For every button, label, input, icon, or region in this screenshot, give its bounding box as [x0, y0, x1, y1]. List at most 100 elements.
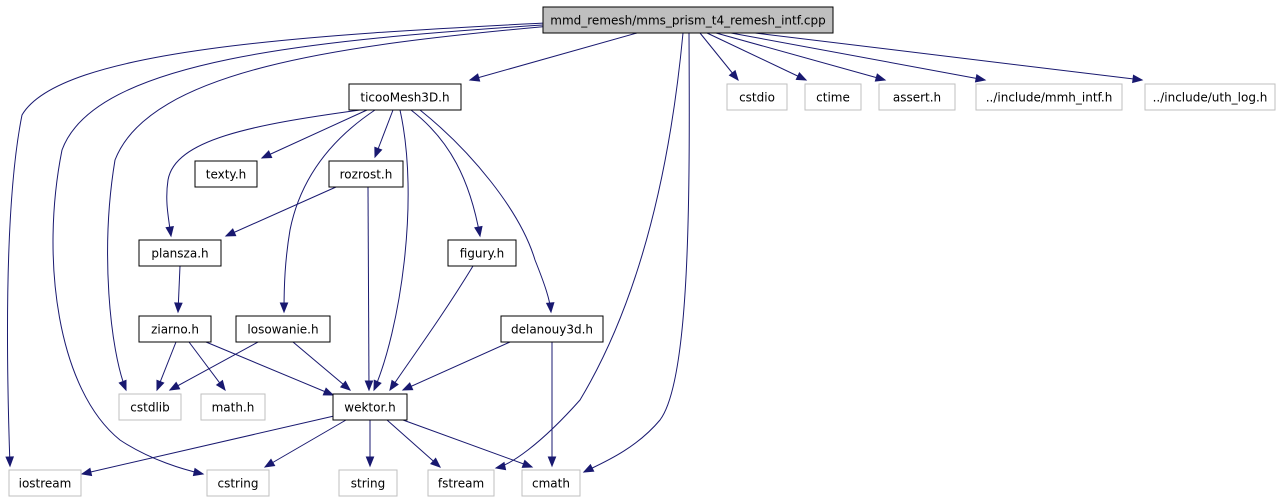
arrow-head — [795, 72, 808, 81]
arrow-head — [582, 463, 595, 473]
node-label: rozrost.h — [340, 168, 393, 182]
node-box — [138, 239, 222, 267]
node-box — [500, 315, 604, 343]
edge-line — [495, 32, 684, 469]
node-box — [200, 393, 266, 421]
edge-line — [7, 21, 566, 467]
arrow-head — [339, 380, 352, 391]
node-wektor[interactable]: wektor.h — [332, 393, 408, 421]
node-figury[interactable]: figury.h — [447, 239, 517, 267]
edge-rozrost-to-wektor — [364, 186, 374, 392]
arrow-head — [974, 74, 987, 83]
node-label: wektor.h — [344, 401, 395, 415]
edge-line — [261, 109, 368, 159]
edge-ziarno-to-math — [188, 341, 226, 392]
node-label: assert.h — [893, 91, 941, 105]
edge-root-to-ticoo — [468, 32, 638, 82]
node-box — [447, 239, 517, 267]
edge-ticoo-to-delanouy — [419, 109, 555, 314]
edge-root-to-assert — [715, 32, 887, 82]
node-label: cstdio — [739, 91, 775, 105]
edge-line — [389, 265, 474, 391]
edge-ziarno-to-wektor — [205, 341, 335, 396]
node-delanouy[interactable]: delanouy3d.h — [500, 315, 604, 343]
node-box — [118, 393, 182, 421]
arrow-head — [165, 225, 174, 238]
arrow-head — [156, 379, 165, 392]
arrow-head — [260, 150, 273, 159]
node-ticoo[interactable]: ticooMesh3D.h — [348, 83, 462, 111]
edge-line — [730, 32, 986, 81]
edge-ziarno-to-cstdlib — [156, 341, 177, 392]
arrow-head — [494, 461, 507, 471]
arrow-head — [430, 457, 442, 468]
edge-line — [583, 32, 690, 473]
edge-losowanie-to-wektor — [292, 341, 352, 391]
node-ziarno[interactable]: ziarno.h — [138, 315, 212, 343]
edge-root-to-mmh — [730, 32, 987, 83]
node-label: iostream — [19, 477, 72, 491]
node-box — [427, 469, 495, 497]
arrow-head — [5, 456, 15, 468]
edge-rozrost-to-plansza — [224, 186, 337, 237]
edge-line — [699, 32, 739, 81]
edge-line — [225, 186, 337, 237]
node-fstream: fstream — [427, 469, 495, 497]
node-box — [975, 83, 1123, 111]
edge-line — [205, 341, 334, 396]
arrow-head — [174, 302, 183, 314]
node-box — [8, 469, 82, 497]
edge-line — [107, 25, 552, 391]
node-math: math.h — [200, 393, 266, 421]
edge-root-to-ctime — [706, 32, 808, 81]
edge-line — [166, 109, 361, 237]
node-label: ../include/uth_log.h — [1153, 91, 1268, 105]
edge-line — [264, 419, 347, 468]
node-plansza[interactable]: plansza.h — [138, 239, 222, 267]
edge-line — [283, 109, 376, 313]
arrow-head — [80, 467, 93, 477]
node-root[interactable]: mmd_remesh/mms_prism_t4_remesh_intf.cpp — [542, 6, 834, 34]
edge-line — [706, 32, 807, 81]
arrow-head — [468, 73, 481, 82]
arrow-head — [728, 69, 739, 82]
node-texty[interactable]: texty.h — [194, 160, 258, 188]
node-mmh: ../include/mmh_intf.h — [975, 83, 1123, 111]
node-losowanie[interactable]: losowanie.h — [235, 315, 331, 343]
node-box — [1144, 83, 1276, 111]
arrow-head — [545, 302, 555, 314]
edge-line — [419, 109, 552, 313]
edge-line — [715, 32, 886, 81]
edge-delanouy-to-cmath — [547, 342, 557, 468]
node-label: ../include/mmh_intf.h — [986, 91, 1113, 105]
arrow-head — [1132, 74, 1144, 84]
node-label: plansza.h — [151, 247, 208, 261]
edge-line — [367, 186, 370, 391]
node-box — [521, 469, 581, 497]
arrow-head — [118, 379, 127, 392]
edge-line — [52, 23, 559, 475]
node-rozrost[interactable]: rozrost.h — [328, 160, 404, 188]
edges-layer — [5, 21, 1144, 477]
arrow-head — [401, 382, 414, 391]
node-cstring: cstring — [206, 469, 270, 497]
arrow-head — [364, 380, 374, 392]
arrow-head — [365, 456, 375, 468]
edge-root-to-cmath — [582, 32, 690, 473]
edge-line — [81, 415, 335, 475]
nodes-layer: mmd_remesh/mms_prism_t4_remesh_intf.cppt… — [8, 6, 1276, 497]
arrow-head — [322, 387, 335, 396]
node-box — [726, 83, 788, 111]
node-cstdlib: cstdlib — [118, 393, 182, 421]
edge-line — [292, 341, 351, 391]
arrow-head — [215, 379, 226, 392]
edge-wektor-to-cstring — [263, 419, 347, 468]
node-box — [338, 469, 398, 497]
node-box — [235, 315, 331, 343]
node-label: texty.h — [206, 168, 247, 182]
edge-wektor-to-string — [365, 420, 375, 468]
edge-wektor-to-cmath — [402, 419, 534, 468]
arrow-head — [547, 456, 557, 468]
edge-line — [386, 419, 441, 468]
